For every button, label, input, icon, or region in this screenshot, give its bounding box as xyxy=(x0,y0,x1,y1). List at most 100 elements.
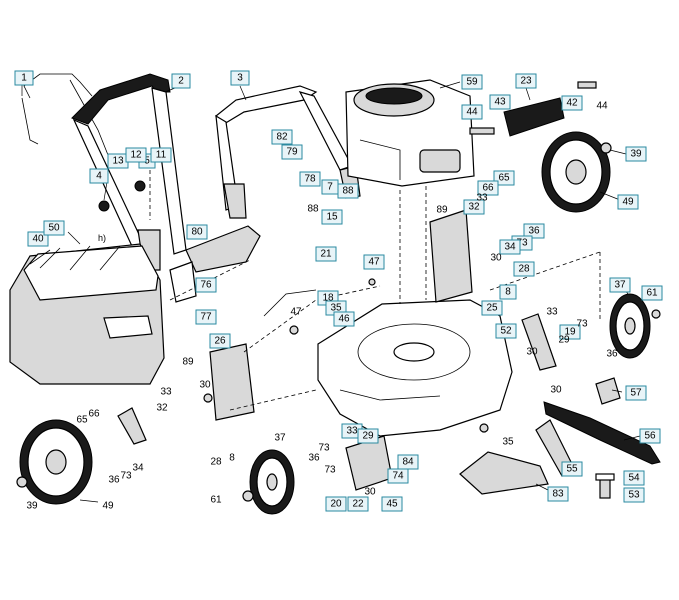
callout-88: 88 xyxy=(337,183,359,199)
callout-61: 61 xyxy=(641,285,663,301)
front-wheel-right-part xyxy=(609,293,651,359)
svg-text:88: 88 xyxy=(342,186,354,197)
callout-8: 8 xyxy=(499,284,517,300)
svg-text:21: 21 xyxy=(320,249,332,260)
svg-text:20: 20 xyxy=(330,499,342,510)
svg-text:25: 25 xyxy=(486,303,498,314)
svg-text:37: 37 xyxy=(614,280,626,291)
callout-53: 53 xyxy=(623,487,645,503)
baffle-part xyxy=(459,419,573,495)
callout-1: 1 xyxy=(14,70,34,86)
front-wheel-left-part xyxy=(249,449,295,515)
callout-23: 23 xyxy=(515,73,537,89)
label-65: 65 xyxy=(76,415,88,426)
label-49: 49 xyxy=(102,501,114,512)
label-28: 28 xyxy=(210,457,222,468)
label-33c: 33 xyxy=(160,387,172,398)
svg-text:55: 55 xyxy=(566,464,578,475)
fasteners-group xyxy=(16,81,661,502)
grass-bag-part xyxy=(9,243,165,385)
callout-19: 19 xyxy=(559,324,581,340)
svg-text:84: 84 xyxy=(402,457,414,468)
callout-12: 12 xyxy=(125,147,147,163)
callout-33: 33 xyxy=(341,423,363,439)
svg-text:39: 39 xyxy=(630,149,642,160)
svg-text:77: 77 xyxy=(200,312,212,323)
callout-40: 40 xyxy=(27,231,49,247)
callout-29: 29 xyxy=(357,428,379,444)
label-35a: 35 xyxy=(502,437,514,448)
label-36c: 36 xyxy=(308,453,320,464)
callout-57: 57 xyxy=(625,385,647,401)
label-34: 34 xyxy=(132,463,144,474)
label-33: 33 xyxy=(476,193,488,204)
svg-text:45: 45 xyxy=(386,499,398,510)
discharge-chute-part xyxy=(169,225,261,303)
svg-text:53: 53 xyxy=(628,490,640,501)
callout-2: 2 xyxy=(171,73,191,89)
callout-77: 77 xyxy=(195,309,217,325)
label-30a: 30 xyxy=(490,253,502,264)
label-44: 44 xyxy=(596,101,608,112)
label-h: h) xyxy=(98,233,106,243)
label-8: 8 xyxy=(229,453,235,464)
mower-deck-part xyxy=(317,299,513,437)
svg-text:15: 15 xyxy=(326,212,338,223)
callout-65: 65 xyxy=(493,170,515,186)
svg-text:29: 29 xyxy=(362,431,374,442)
label-30e: 30 xyxy=(364,487,376,498)
svg-text:28: 28 xyxy=(518,264,530,275)
callout-80: 80 xyxy=(186,224,208,240)
svg-text:79: 79 xyxy=(286,147,298,158)
rear-wheel-left-part xyxy=(19,419,93,505)
upper-handle-part xyxy=(71,73,187,271)
label-30d: 30 xyxy=(199,380,211,391)
svg-text:46: 46 xyxy=(338,314,350,325)
svg-text:83: 83 xyxy=(552,489,564,500)
svg-text:66: 66 xyxy=(482,183,494,194)
svg-text:44: 44 xyxy=(466,107,478,118)
svg-text:40: 40 xyxy=(32,234,44,245)
engine-part xyxy=(345,79,475,187)
height-lever-left-part xyxy=(117,407,147,445)
callout-42: 42 xyxy=(561,95,583,111)
callout-25: 25 xyxy=(481,300,503,316)
label-36b: 36 xyxy=(108,475,120,486)
svg-text:47: 47 xyxy=(368,257,380,268)
callout-4: 4 xyxy=(89,168,109,184)
svg-text:13: 13 xyxy=(112,156,124,167)
svg-text:12: 12 xyxy=(130,150,142,161)
callout-83: 83 xyxy=(547,486,569,502)
axle-rod-part xyxy=(263,289,317,317)
svg-text:35: 35 xyxy=(330,303,342,314)
callout-37: 37 xyxy=(609,277,631,293)
svg-text:26: 26 xyxy=(214,336,226,347)
callout-59: 59 xyxy=(461,74,483,90)
label-39: 39 xyxy=(26,501,38,512)
svg-text:22: 22 xyxy=(352,499,364,510)
blade-part xyxy=(543,401,661,465)
callout-7: 7 xyxy=(321,179,339,195)
svg-text:32: 32 xyxy=(468,202,480,213)
callout-47: 47 xyxy=(363,254,385,270)
callout-13: 13 xyxy=(107,153,129,169)
svg-text:50: 50 xyxy=(48,223,60,234)
callout-50: 50 xyxy=(43,220,65,236)
label-32: 32 xyxy=(156,403,168,414)
callout-46: 46 xyxy=(333,311,355,327)
label-37: 37 xyxy=(274,433,286,444)
label-36a: 36 xyxy=(606,349,618,360)
callout-52: 52 xyxy=(495,323,517,339)
svg-text:59: 59 xyxy=(466,77,478,88)
svg-text:7: 7 xyxy=(327,182,333,193)
callout-45: 45 xyxy=(381,496,403,512)
svg-text:74: 74 xyxy=(392,471,404,482)
label-29b: 29 xyxy=(558,335,570,346)
svg-text:18: 18 xyxy=(322,293,334,304)
callout-39: 39 xyxy=(625,146,647,162)
svg-text:82: 82 xyxy=(276,132,288,143)
label-73d: 73 xyxy=(324,465,336,476)
svg-text:33: 33 xyxy=(346,426,358,437)
label-73c: 73 xyxy=(318,443,330,454)
blade-bolt-part xyxy=(595,473,615,499)
